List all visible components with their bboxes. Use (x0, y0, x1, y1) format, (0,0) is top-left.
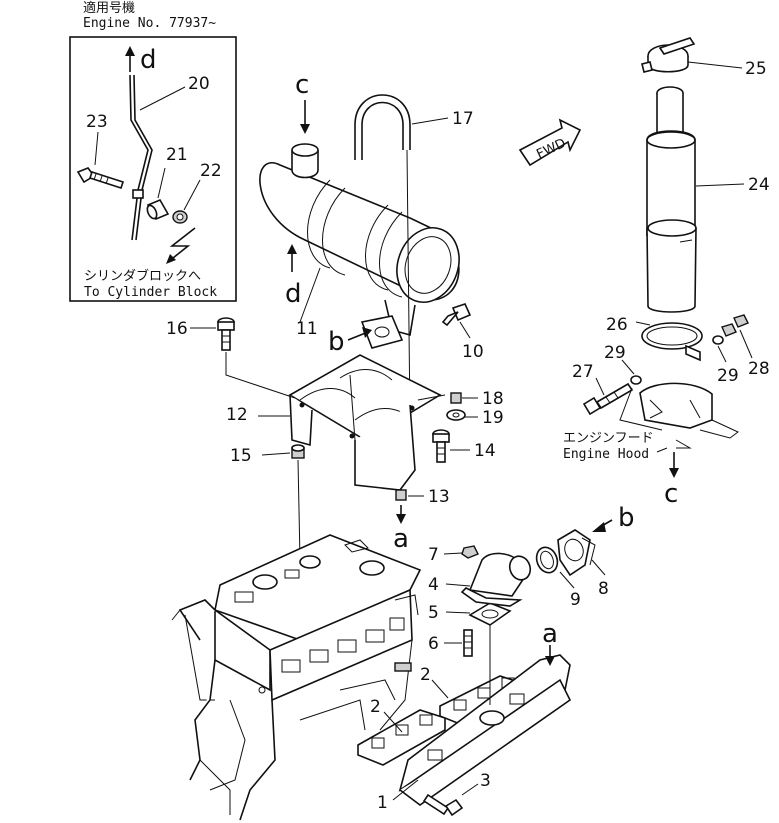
washer-part-29-right (712, 335, 724, 345)
callout-17: 17 (452, 109, 474, 129)
nut-part-13 (395, 489, 407, 501)
callout-27: 27 (572, 362, 594, 382)
callout-9: 9 (570, 590, 581, 610)
muffler-part-11 (259, 143, 460, 349)
fwd-direction-arrow: FWD (518, 118, 582, 167)
bolt-part-3 (422, 793, 464, 817)
manifold-part-1 (398, 654, 572, 806)
hood-opening-cover (619, 382, 739, 449)
callout-16: 16 (166, 319, 188, 339)
gasket-part-2-left (357, 709, 446, 766)
ref-a-top: a (542, 619, 558, 649)
bolt-part-23 (76, 167, 125, 190)
elbow-part-4 (460, 552, 532, 607)
callout-11: 11 (296, 319, 318, 339)
ref-b-right: b (618, 503, 635, 533)
callout-15: 15 (230, 446, 252, 466)
callout-1: 1 (377, 793, 388, 813)
callout-28: 28 (748, 359, 770, 379)
nut-part-18 (450, 392, 462, 404)
callout-22: 22 (200, 161, 222, 181)
engine-block (171, 534, 422, 821)
callout-2a: 2 (370, 697, 381, 717)
bolt-part-10 (441, 303, 472, 327)
callout-4: 4 (428, 575, 439, 595)
callout-20: 20 (188, 74, 210, 94)
callout-10: 10 (462, 342, 484, 362)
u-bolt-part-17 (354, 94, 411, 421)
callout-23: 23 (86, 112, 108, 132)
inset-note-jp: シリンダブロックへ (84, 268, 201, 284)
nut-part-28 (721, 314, 749, 337)
callout-19: 19 (482, 408, 504, 428)
ref-c-top: c (295, 70, 309, 100)
nut-part-22 (172, 210, 188, 224)
clamp-part-26 (641, 322, 703, 362)
bracket-part-12 (288, 354, 442, 491)
callout-6: 6 (428, 634, 439, 654)
washer-part-19 (446, 409, 466, 421)
callout-21: 21 (166, 145, 188, 165)
callout-24: 24 (748, 175, 770, 195)
inset-box: d 20 23 21 22 (69, 36, 237, 302)
ref-b-left: b (328, 327, 345, 357)
bolt-part-27 (582, 382, 634, 416)
exhaust-pipe-part-24 (646, 86, 697, 313)
callout-29a: 29 (604, 343, 626, 363)
callout-26: 26 (606, 315, 628, 335)
nut-part-15 (291, 444, 305, 459)
callout-8: 8 (598, 579, 609, 599)
ref-d-inset: d (140, 45, 157, 75)
applicable-label: 適用号機 (83, 0, 135, 16)
callout-5: 5 (428, 603, 439, 623)
pin-part-21 (146, 198, 170, 221)
callout-7: 7 (428, 545, 439, 565)
stud-part-6 (463, 629, 473, 657)
nut-part-7 (461, 545, 479, 559)
inset-border (69, 36, 237, 302)
hood-note-jp: エンジンフード (563, 431, 654, 446)
hood-note-en: Engine Hood (563, 447, 649, 462)
engine-number: Engine No. 77937~ (83, 16, 216, 31)
ref-a-bottom: a (393, 524, 409, 554)
callout-12: 12 (226, 405, 248, 425)
bolt-part-14 (432, 429, 450, 463)
flange-part-8 (557, 529, 596, 577)
callout-25: 25 (745, 59, 767, 79)
gasket-part-5 (468, 602, 512, 626)
ref-c-bottom: c (664, 479, 678, 509)
callout-14: 14 (474, 441, 496, 461)
bolt-part-16 (217, 317, 235, 351)
gasket-part-9 (535, 546, 559, 574)
callout-18: 18 (482, 389, 504, 409)
callout-2b: 2 (420, 665, 431, 685)
ref-d-main: d (285, 279, 302, 309)
rod-part-20 (129, 74, 149, 241)
callout-29b: 29 (717, 366, 739, 386)
inset-note-en: To Cylinder Block (84, 285, 217, 300)
callout-13: 13 (428, 487, 450, 507)
washer-part-29-left (630, 375, 642, 385)
callout-3: 3 (480, 771, 491, 791)
rain-cap-part-25 (641, 37, 696, 73)
